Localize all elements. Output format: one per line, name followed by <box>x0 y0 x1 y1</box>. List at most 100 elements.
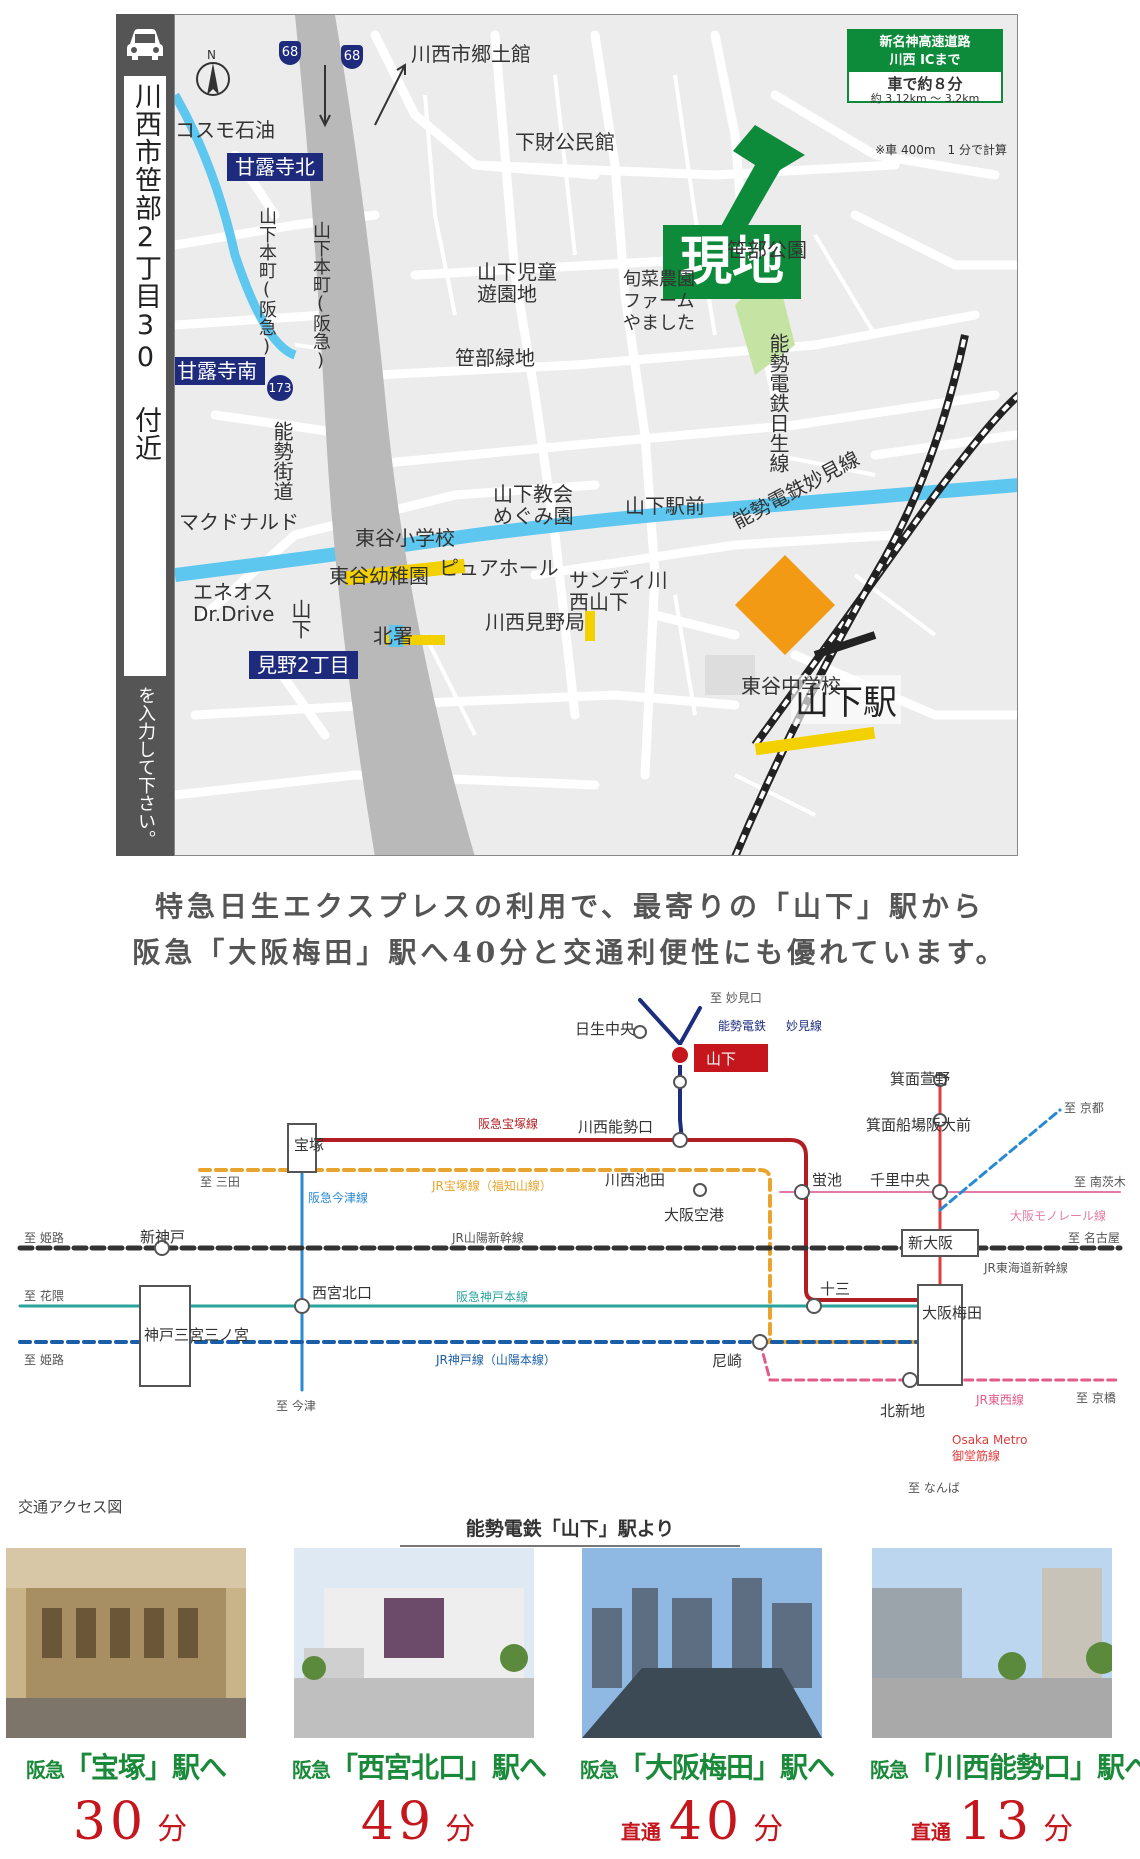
place-label: 下財公民館 <box>515 130 615 154</box>
place-label: エネオスDr.Drive <box>193 580 275 626</box>
car-icon <box>124 22 166 66</box>
takarazuka-photo <box>6 1548 246 1738</box>
station-label: 尼崎 <box>712 1352 742 1370</box>
ic-name: 川西 ICまで <box>889 53 961 68</box>
direction-label: 至 妙見口 <box>710 991 762 1005</box>
place-label: 旬菜農園ファームやました <box>623 269 695 334</box>
station-label: 西宮北口 <box>312 1284 372 1302</box>
place-label: 川西市郷土館 <box>411 42 531 66</box>
hankyu-takarazuka-line <box>300 1138 922 1302</box>
line-label: 大阪モノレール線 <box>1010 1208 1106 1223</box>
line-label: Osaka Metro <box>952 1433 1027 1447</box>
destination-name: 阪急「西宮北口」駅へ <box>292 1751 547 1784</box>
line-label: JR山陽新幹線 <box>451 1230 524 1245</box>
station-label: 大阪梅田 <box>922 1304 982 1322</box>
place-label: 山下本町(阪急) <box>310 221 331 371</box>
area-map: N 68 68 173 新名神高速道路 川西 ICまで 車で約８分 約 3.12… <box>174 14 1018 856</box>
line-label: 阪急神戸本線 <box>456 1289 528 1304</box>
address-text: 川西市笹部2丁目30 付近 <box>130 82 161 462</box>
ic-header: 新名神高速道路 川西 ICまで <box>849 31 1001 72</box>
direction-label: 至 名古屋 <box>1068 1230 1120 1245</box>
place-label: 笹部公園 <box>727 238 807 262</box>
place-label: ピュアホール <box>439 556 559 580</box>
direction-label: 至 今津 <box>276 1398 316 1413</box>
place-label: 山下教会めぐみ園 <box>493 482 574 528</box>
ic-access-box: 新名神高速道路 川西 ICまで 車で約８分 約 3.12km 〜 3.2km <box>847 29 1003 105</box>
address-box: 川西市笹部2丁目30 付近 <box>124 76 166 676</box>
ic-note: ※車 400m 1 分で計算 <box>875 143 1007 157</box>
station-label: 新大阪 <box>908 1234 953 1252</box>
station-label: 川西能勢口 <box>578 1118 653 1136</box>
line-label: JR神戸線（山陽本線） <box>435 1352 556 1367</box>
place-label: 東谷中学校 <box>741 674 841 698</box>
station-label: 北新地 <box>880 1402 925 1420</box>
station-label: 箕面萱野 <box>890 1070 950 1088</box>
destination-name: 阪急「川西能勢口」駅へ <box>870 1751 1140 1784</box>
direction-label: 至 なんば <box>908 1481 960 1495</box>
place-label: 笹部緑地 <box>455 346 535 370</box>
enter-note: を入力して下さい。 <box>135 686 156 848</box>
place-label: 東谷幼稚園 <box>329 564 429 588</box>
route-173-shield: 173 <box>267 375 293 401</box>
station-label: 千里中央 <box>870 1171 930 1189</box>
line-label: JR東西線 <box>975 1392 1024 1407</box>
place-label: 東谷小学校 <box>355 526 455 550</box>
place-label: コスモ石油 <box>175 118 275 142</box>
place-label: サンディ川西山下 <box>569 568 668 614</box>
place-label: 能勢街道 <box>270 421 294 501</box>
headline-line-2: 阪急「大阪梅田」駅へ40分と交通利便性にも優れています。 <box>132 936 1008 969</box>
route-68-shield-1: 68 <box>279 41 301 65</box>
noseguchi-photo <box>872 1548 1112 1738</box>
station-label: 箕面船場阪大前 <box>866 1116 971 1134</box>
line-label: 能勢電鉄 <box>718 1018 766 1033</box>
north-arrow-icon: N <box>193 45 233 109</box>
jr-takarazuka-line <box>198 1168 922 1344</box>
station-label: 十三 <box>820 1280 850 1298</box>
line-label: 阪急今津線 <box>308 1190 368 1205</box>
station-label: 新神戸 <box>140 1228 185 1246</box>
nishinomiya-photo <box>294 1548 534 1738</box>
line-label: 阪急宝塚線 <box>478 1116 538 1131</box>
direction-label: 至 京都 <box>1064 1101 1104 1115</box>
intersection-label: 見野2丁目 <box>249 651 358 679</box>
station-label: 川西池田 <box>605 1171 665 1189</box>
place-label: マクドナルド <box>179 510 299 534</box>
jr-tozai-line <box>758 1340 1122 1382</box>
destination-name: 阪急「宝塚」駅へ <box>25 1751 227 1784</box>
place-label: 山下本町(阪急) <box>256 207 277 357</box>
ic-distance: 約 3.12km 〜 3.2km <box>870 92 980 105</box>
line-label: 御堂筋線 <box>952 1448 1000 1463</box>
station-label: 山下駅 <box>791 675 901 724</box>
direction-label: 至 花隈 <box>24 1288 64 1303</box>
station-label: 神戸三宮三ノ宮 <box>144 1326 249 1344</box>
umeda-photo <box>582 1548 822 1738</box>
place-label: 山下 <box>288 599 312 639</box>
ic-time: 車で約８分 <box>887 75 963 93</box>
headline: 特急日生エクスプレスの利用で、最寄りの「山下」駅から 阪急「大阪梅田」駅へ40分… <box>0 884 1140 976</box>
route-diagram: 山下 日生中央 川西能勢口 川西池田 大阪空港 蛍池 千里中央 箕面萱野 箕面船… <box>17 991 1126 1495</box>
direction-label: 至 三田 <box>200 1175 240 1189</box>
station-yamashita: 山下 <box>706 1050 736 1068</box>
direction-label: 至 姫路 <box>24 1230 64 1245</box>
line-label: 妙見線 <box>786 1018 822 1033</box>
direction-label: 至 京橋 <box>1076 1391 1116 1405</box>
station-label: 宝塚 <box>294 1136 324 1154</box>
route-68-shield-2: 68 <box>341 45 363 69</box>
place-label: 能勢電鉄日生線 <box>766 333 790 473</box>
line-label: JR宝塚線（福知山線） <box>431 1178 552 1193</box>
line-label: JR東海道新幹線 <box>983 1260 1068 1275</box>
destination-name: 阪急「大阪梅田」駅へ <box>580 1751 835 1784</box>
place-label: 北署 <box>373 624 413 648</box>
station-label: 日生中央 <box>575 1020 635 1038</box>
intersection-label: 甘露寺南 <box>175 357 265 385</box>
from-station-label: 能勢電鉄「山下」駅より <box>400 1514 740 1547</box>
place-label: 川西見野局 <box>485 610 585 634</box>
headline-line-1: 特急日生エクスプレスの利用で、最寄りの「山下」駅から <box>154 890 986 923</box>
